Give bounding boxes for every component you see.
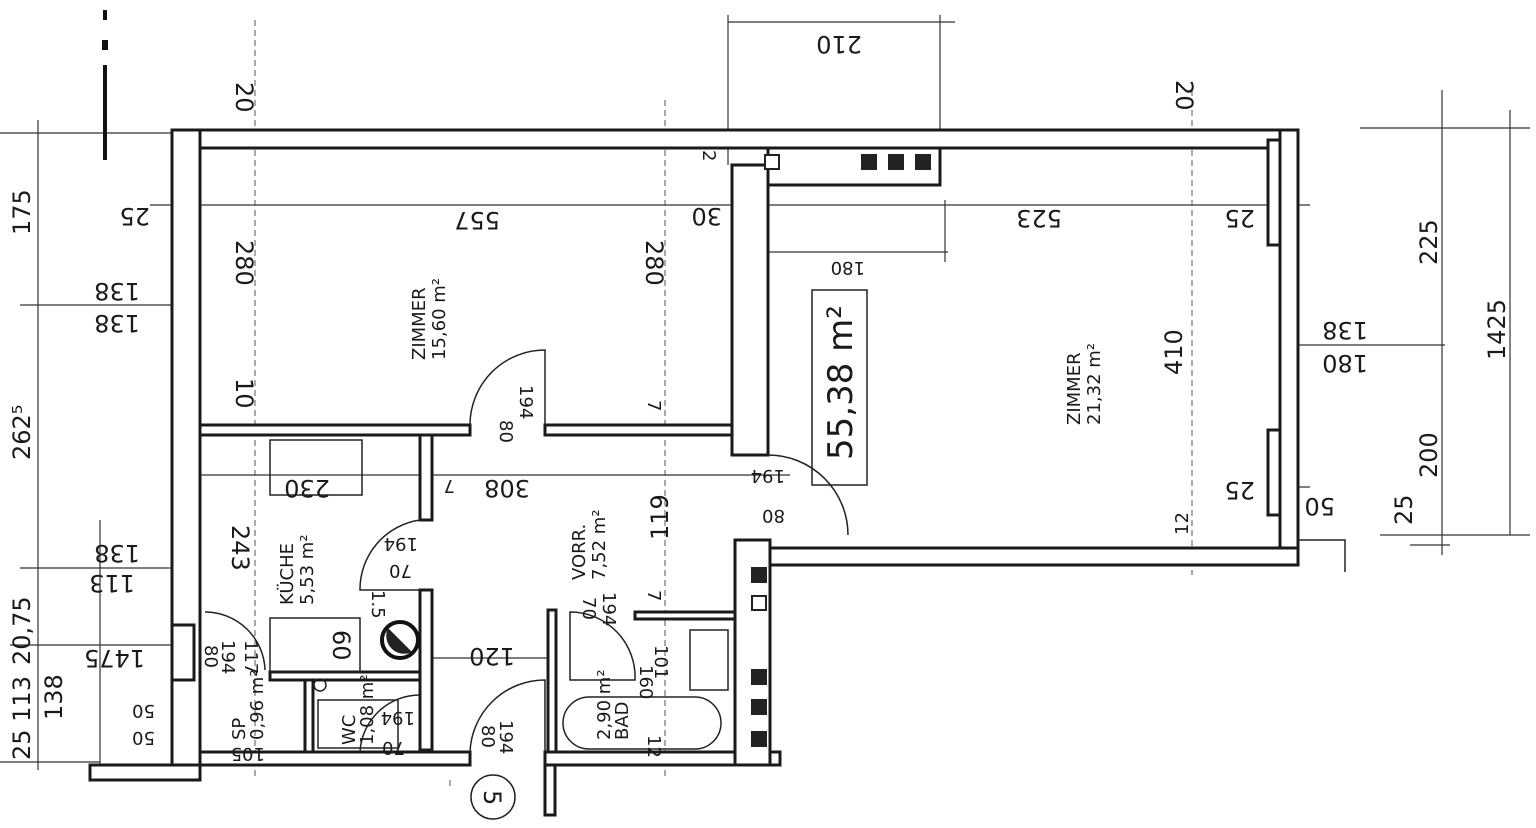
- dim-label: 50: [132, 700, 155, 721]
- room-sp: SP 0,96 m²: [229, 669, 268, 740]
- dimension-lines: [0, 10, 1530, 790]
- svg-text:2,90 m²: 2,90 m²: [594, 669, 615, 740]
- dim-label: 117: [240, 640, 261, 674]
- dim-label: 308: [484, 474, 530, 502]
- room-bad: 2,90 m² BAD: [594, 669, 633, 740]
- dim-label: 113: [89, 569, 135, 597]
- dim-label: 225: [1415, 219, 1443, 265]
- dim-label: 7: [444, 475, 455, 496]
- entry-number: 5: [478, 790, 506, 805]
- dim-label: 138: [1322, 316, 1368, 344]
- dim-label: 30: [691, 202, 722, 230]
- dim-label: 138: [94, 539, 140, 567]
- dim-label: 25: [1224, 204, 1255, 232]
- dim-label: 138: [94, 309, 140, 337]
- svg-text:SP: SP: [229, 718, 250, 740]
- dim-label: 80: [495, 420, 516, 443]
- dim-label: 160: [635, 665, 656, 699]
- dim-label: 194: [515, 385, 536, 419]
- dim-label: 194: [495, 720, 516, 754]
- dim-label: 80: [200, 645, 221, 668]
- svg-text:5,53 m²: 5,53 m²: [297, 534, 318, 605]
- dim-label: 25: [119, 202, 150, 230]
- svg-text:ZIMMER: ZIMMER: [1064, 352, 1085, 425]
- walls: [88, 128, 1346, 817]
- room-zimmer-1: ZIMMER 15,60 m²: [409, 278, 450, 360]
- dim-label: 200: [1415, 432, 1443, 478]
- svg-text:21,32 m²: 21,32 m²: [1084, 343, 1105, 425]
- svg-text:BAD: BAD: [612, 701, 633, 740]
- dim-label: 101: [650, 645, 671, 679]
- dim-label: 557: [454, 206, 500, 234]
- dim-label: 7: [643, 400, 664, 411]
- svg-text:WC: WC: [339, 715, 360, 745]
- room-vorraum: VORR. 7,52 m²: [569, 509, 610, 580]
- svg-text:15,60 m²: 15,60 m²: [429, 278, 450, 360]
- dim-label: 180: [831, 257, 865, 278]
- dim-label: 1425: [1483, 299, 1511, 360]
- dim-label: 175: [8, 189, 36, 235]
- dim-label: 210: [816, 30, 862, 58]
- dim-label: 60: [327, 630, 355, 661]
- dim-label: 12: [643, 735, 664, 758]
- svg-text:7,52 m²: 7,52 m²: [589, 509, 610, 580]
- room-kueche: KÜCHE 5,53 m²: [276, 534, 318, 605]
- dim-label: 70: [389, 560, 412, 581]
- svg-text:VORR.: VORR.: [569, 524, 590, 580]
- dim-label: 280: [230, 240, 258, 286]
- dim-label: 194: [598, 592, 619, 626]
- entry-marker: [470, 774, 516, 820]
- total-area: 55,38 m²: [821, 305, 861, 460]
- chimney-flues: [751, 154, 931, 747]
- dim-label: 25: [1390, 494, 1418, 525]
- svg-text:0,96 m²: 0,96 m²: [247, 669, 268, 740]
- door-swings: [204, 349, 849, 753]
- dim-label: 120: [469, 642, 515, 670]
- dim-label: 262⁵: [8, 405, 36, 460]
- svg-text:KÜCHE: KÜCHE: [276, 543, 298, 605]
- dim-label: 20: [1170, 80, 1198, 111]
- dim-label: 50: [132, 727, 155, 748]
- labels: 55,38 m² ZIMMER 15,60 m² ZIMMER 21,32 m²…: [8, 30, 1511, 805]
- dim-label: 523: [1016, 204, 1062, 232]
- dim-label: 70: [382, 737, 405, 758]
- dim-label: 138: [94, 277, 140, 305]
- dim-label: 70: [578, 597, 599, 620]
- dim-label: 280: [640, 240, 668, 286]
- dim-label: 25: [1224, 476, 1255, 504]
- dim-label: 138: [40, 674, 68, 720]
- dim-label: 50: [1304, 492, 1335, 520]
- svg-text:1,08 m²: 1,08 m²: [357, 674, 378, 745]
- dim-label: 80: [477, 725, 498, 748]
- dim-label: 12: [1172, 512, 1193, 535]
- svg-text:ZIMMER: ZIMMER: [409, 287, 430, 360]
- dim-label: 194: [217, 640, 238, 674]
- dim-label: 410: [1160, 329, 1188, 375]
- dim-label: 25 113: [8, 676, 36, 760]
- dim-label: 243: [226, 525, 254, 571]
- dim-label: 194: [381, 707, 415, 728]
- fixtures: [269, 289, 868, 820]
- dim-label: 1475: [84, 644, 145, 672]
- room-zimmer-2: ZIMMER 21,32 m²: [1064, 343, 1105, 425]
- dim-label: 10: [230, 378, 258, 409]
- dim-label: 80: [762, 505, 785, 526]
- dim-label: 105: [231, 743, 265, 764]
- dim-label: 194: [751, 465, 785, 486]
- dim-label: 2: [698, 150, 719, 161]
- dim-label: 194: [384, 533, 418, 554]
- dim-label: 119: [646, 494, 674, 540]
- dim-label: 230: [284, 474, 330, 502]
- dim-label: 1.5: [367, 590, 388, 619]
- dim-label: 20: [230, 82, 258, 113]
- dim-label: 7: [643, 590, 664, 601]
- dim-label: 20,75: [8, 596, 36, 665]
- room-wc: WC 1,08 m²: [339, 674, 378, 745]
- dim-label: 180: [1322, 349, 1368, 377]
